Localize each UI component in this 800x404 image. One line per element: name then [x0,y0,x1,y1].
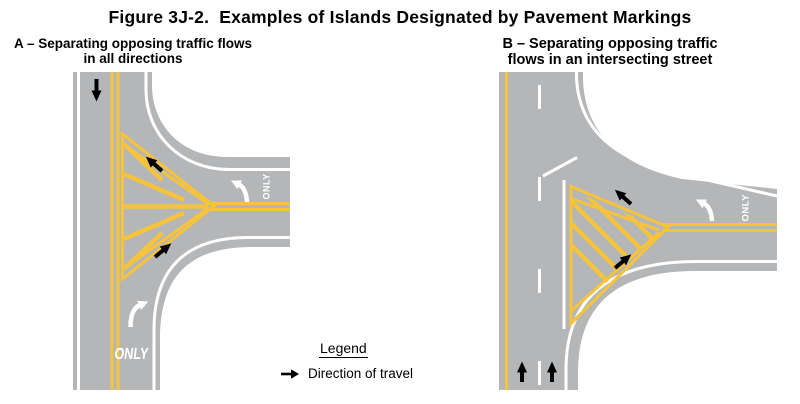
island-a-outline [121,130,217,283]
arrow-a-branch-northeast-icon [153,243,172,259]
turn-arrow-a-branch-icon [230,180,250,203]
road-b-surface [499,72,777,390]
road-a-centerlines-yellow [110,72,290,390]
road-b-white-lines [538,72,778,390]
turn-arrow-b-branch-icon [695,199,715,222]
legend-title: Legend [319,340,368,358]
only-marking-a-approach: ONLY [114,346,150,364]
island-a-inner-top-line [126,145,210,206]
road-b-bottom-right-curve-line [564,260,777,390]
arrow-b-branch-northwest-icon [614,189,633,206]
island-b-inner-bottom-line [570,231,660,313]
panel-b-heading-line2: flows in an intersecting street [507,52,713,69]
island-b-outline [569,184,671,328]
only-marking-b-branch: ONLY [741,194,752,222]
diagram-b: ONLY [499,72,778,390]
island-a [121,130,217,283]
road-b-top-right-curve-line [575,72,778,198]
road-a-white-edge-lines [77,72,290,390]
road-b-yellow-lines [505,72,777,390]
island-a-inner-bottom-line [126,206,210,268]
only-marking-a-branch: ONLY [262,173,272,199]
island-b-neck-diagonal-line [542,156,578,178]
figure-title: Figure 3J-2. Examples of Islands Designa… [108,7,692,27]
panel-a-heading-line1: A – Separating opposing traffic flows [13,36,253,51]
panel-a-heading-line2: in all directions [83,51,183,67]
diagram-a: ONLY ONLY [73,72,290,390]
road-a-top-right-curve-line [144,72,290,171]
panel-a-heading: A – Separating opposing traffic flows in… [0,36,266,66]
island-b-inner-top-line [570,197,660,232]
direction-of-travel-arrow-icon [281,368,299,379]
lane-arrows-a [128,180,250,328]
arrow-a-branch-northwest-icon [145,156,164,173]
traffic-arrows-b [517,189,633,382]
turn-arrow-a-approach-icon [128,300,149,328]
legend: Legend Direction of travel [280,340,440,381]
panel-b-heading: B – Separating opposing traffic flows in… [455,36,765,68]
road-a-bottom-right-curve-line [152,236,290,390]
island-a-hatching [122,142,208,271]
arrow-b-branch-northeast-icon [613,254,632,270]
legend-item-label: Direction of travel [308,366,414,381]
traffic-arrows-a [91,79,172,259]
legend-item-direction-of-travel: Direction of travel [280,366,440,381]
panel-b-heading-line1: B – Separating opposing traffic [502,36,718,52]
